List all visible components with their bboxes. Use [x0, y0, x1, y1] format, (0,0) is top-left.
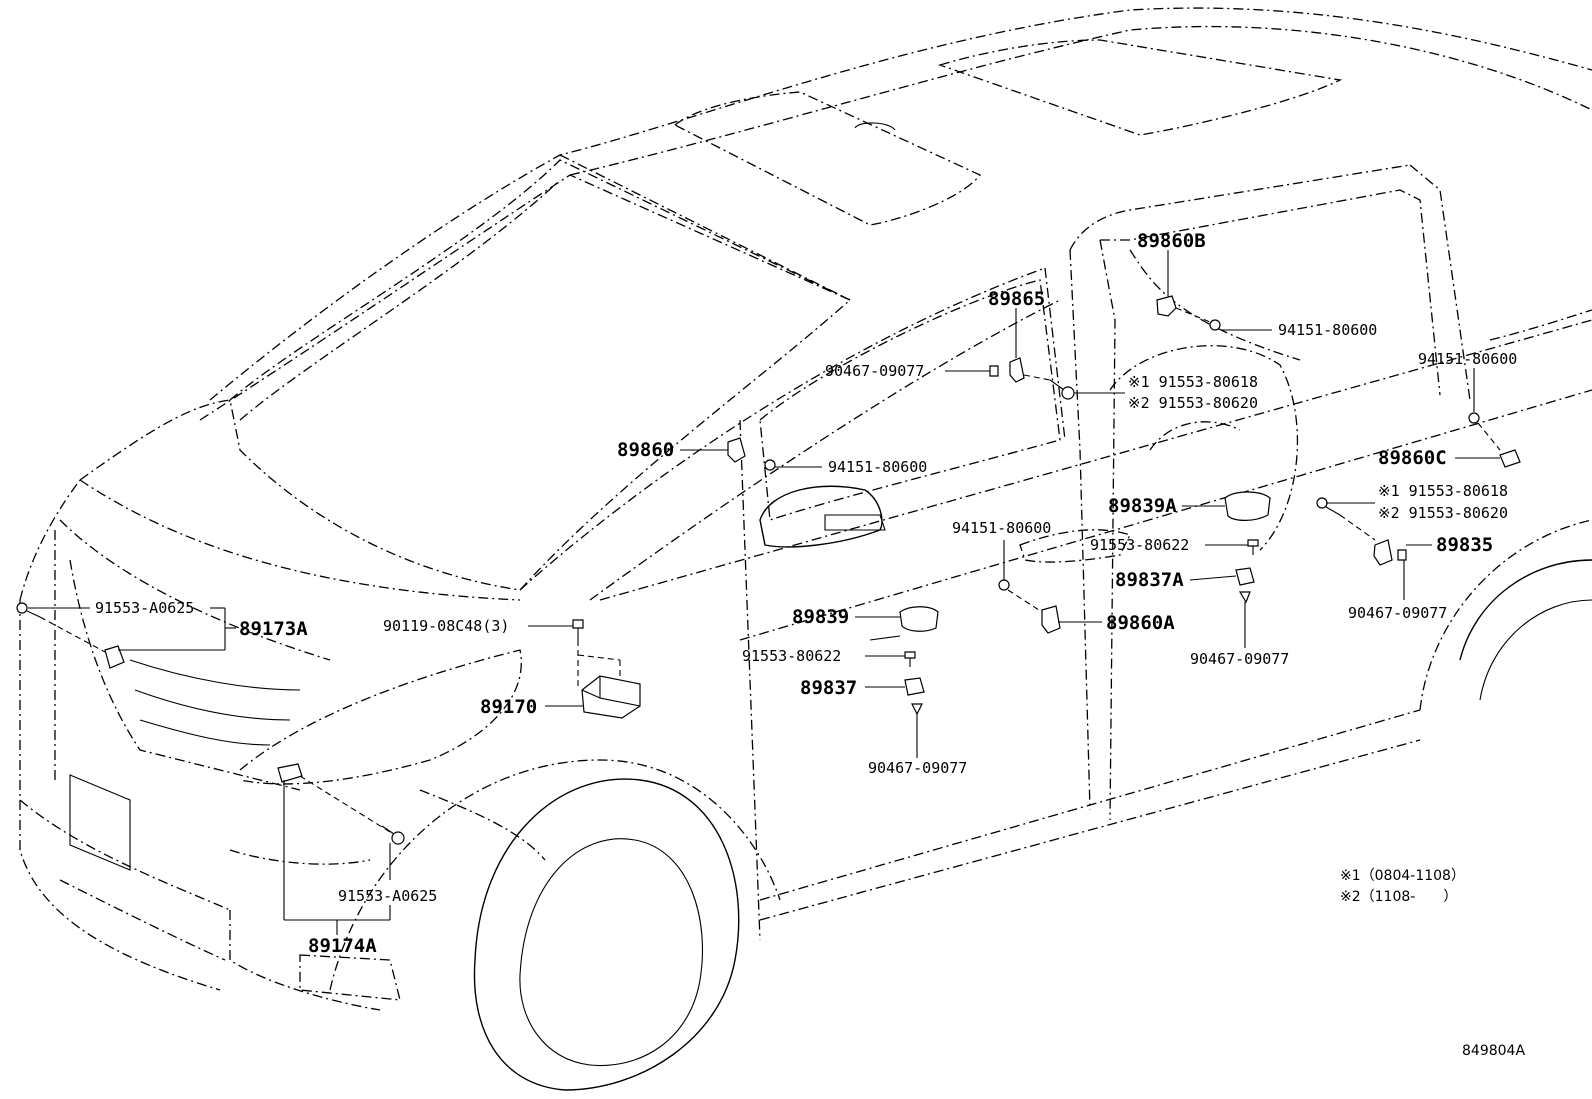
parts [16, 295, 1521, 845]
label-89174A: 89174A [308, 935, 377, 957]
figure-code: 849804A [1462, 1043, 1525, 1059]
label-89835: 89835 [1436, 534, 1493, 556]
label-91553-80622-right: 91553-80622 [1090, 536, 1189, 554]
bolt-91553-A0625-a [16, 602, 41, 618]
label-89865: 89865 [988, 288, 1045, 310]
label-89839: 89839 [792, 606, 849, 628]
leader-lines [28, 250, 1501, 935]
label-94151-80600-right: 94151-80600 [1418, 350, 1517, 368]
label-91553-80620-right: ※2 91553-80620 [1378, 504, 1508, 522]
label-89860B: 89860B [1137, 230, 1206, 252]
label-89839A: 89839A [1108, 495, 1177, 517]
bolt-91553-A0625-b [381, 825, 405, 845]
label-94151-80600-center: 94151-80600 [952, 519, 1051, 537]
label-91553-A0625-lower: 91553-A0625 [338, 887, 437, 905]
part-89837 [904, 677, 925, 696]
bolt-91553-b [1316, 497, 1341, 516]
clip-90467-d [911, 703, 923, 716]
label-91553-A0625-left: 91553-A0625 [95, 599, 194, 617]
part-89170 [581, 675, 641, 719]
part-89860 [727, 437, 746, 463]
part-89835 [1373, 539, 1393, 566]
bolt-90119 [572, 619, 584, 640]
footnotes: ※1（0804-1108） ※2（1108- ） [1340, 868, 1465, 905]
label-89837A: 89837A [1115, 569, 1184, 591]
clip-90467-b [1397, 549, 1407, 561]
label-91553-80618-upper: ※1 91553-80618 [1128, 373, 1258, 391]
part-89839 [899, 606, 939, 632]
label-90467-09077-upper: 90467-09077 [825, 362, 924, 380]
footnote-1: ※1（0804-1108） [1340, 868, 1465, 884]
part-89860C [1499, 449, 1521, 468]
clip-90467-c [1238, 591, 1251, 604]
label-89860C: 89860C [1378, 447, 1447, 469]
label-94151-80600-top: 94151-80600 [1278, 321, 1377, 339]
nut-94151-c [764, 459, 776, 471]
label-91553-80622-center: 91553-80622 [742, 647, 841, 665]
label-90119-08C48: 90119-08C48(3) [383, 617, 509, 635]
nut-94151-d [998, 579, 1010, 591]
label-89860A: 89860A [1106, 612, 1175, 634]
bolt-91553-80622-b [904, 651, 916, 667]
label-89837: 89837 [800, 677, 857, 699]
label-90467-09077-lower: 90467-09077 [868, 759, 967, 777]
label-91553-80620-upper: ※2 91553-80620 [1128, 394, 1258, 412]
part-89173A [104, 645, 125, 669]
footnote-2: ※2（1108- ） [1340, 889, 1457, 905]
part-89839A [1224, 491, 1271, 521]
part-89860A [1041, 605, 1061, 634]
bolt-91553-80622-a [1247, 539, 1259, 555]
part-89174A [277, 763, 303, 783]
label-89860: 89860 [617, 439, 674, 461]
vehicle-outline [19, 7, 1592, 1091]
label-89173A: 89173A [239, 618, 308, 640]
part-89860B [1156, 295, 1177, 317]
label-94151-80600-mid: 94151-80600 [828, 458, 927, 476]
nut-94151-b [1468, 412, 1480, 424]
part-89837A [1235, 567, 1255, 586]
label-90467-09077-right: 90467-09077 [1348, 604, 1447, 622]
label-90467-09077-center: 90467-09077 [1190, 650, 1289, 668]
nut-94151-a [1209, 319, 1221, 331]
clip-90467-a [989, 365, 999, 377]
label-91553-80618-right: ※1 91553-80618 [1378, 482, 1508, 500]
part-89865 [1009, 357, 1025, 383]
part-labels: 89860B 94151-80600 89865 90467-09077 ※1 … [95, 230, 1517, 957]
label-89170: 89170 [480, 696, 537, 718]
